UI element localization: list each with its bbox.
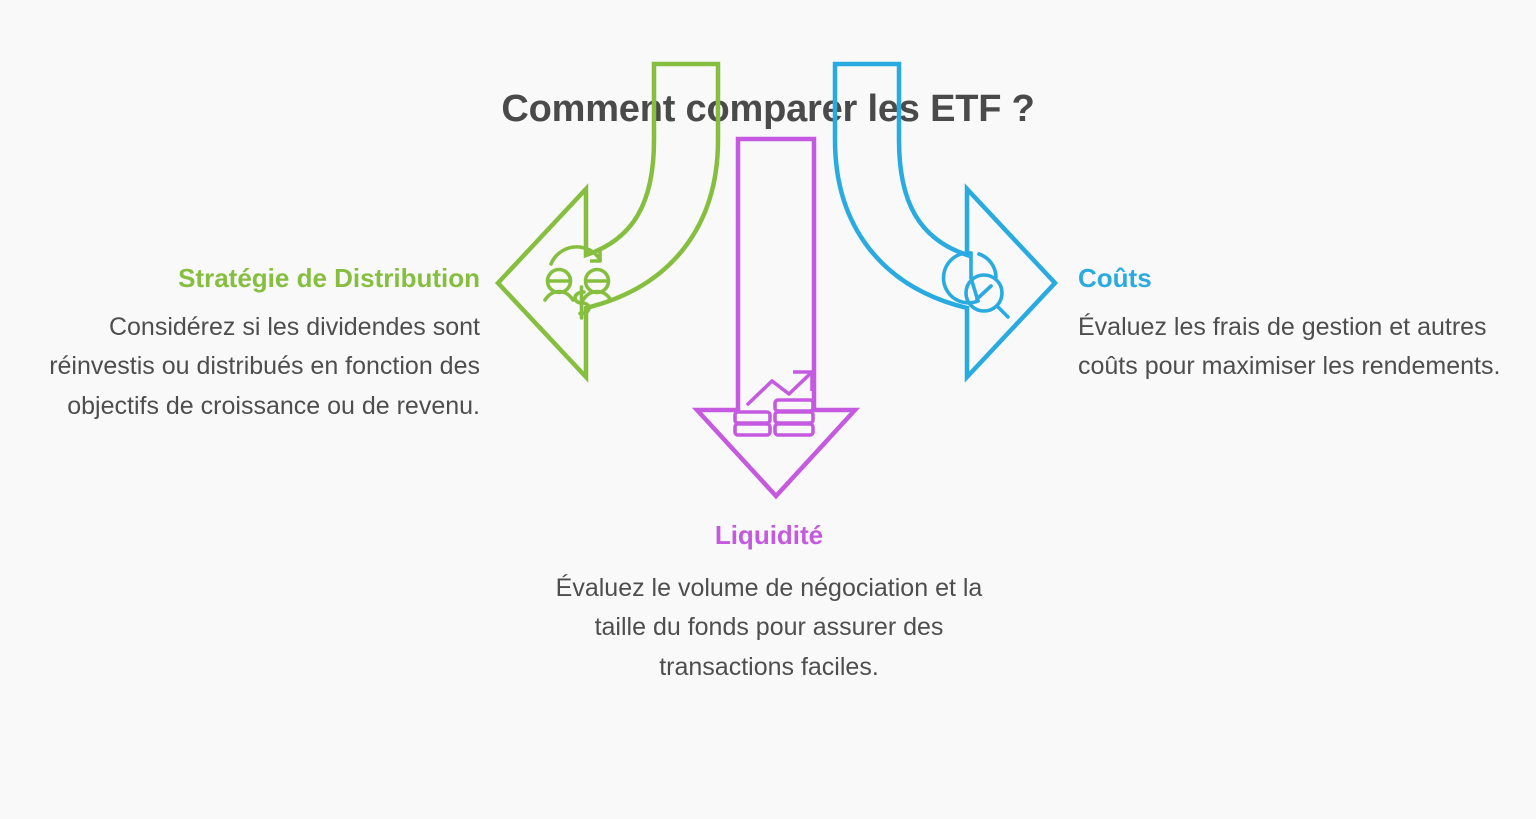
growth-chart-coins-icon	[733, 370, 815, 437]
node-strategy-body: Considérez si les dividendes sont réinve…	[49, 312, 480, 420]
arrow-liquidity-down-path	[691, 136, 861, 500]
node-liquidity-body: Évaluez le volume de négociation et la t…	[555, 573, 983, 681]
node-costs-body: Évaluez les frais de gestion et autres c…	[1078, 312, 1501, 381]
pie-chart-magnifier-icon	[941, 251, 1010, 319]
node-costs-heading: Coûts	[1078, 263, 1152, 293]
page-title: Comment comparer les ETF ?	[501, 88, 1035, 131]
node-costs: Coûts Évaluez les frais de gestion et au…	[1078, 262, 1520, 387]
node-liquidity: Liquidité Évaluez le volume de négociati…	[538, 519, 1000, 687]
arrow-liquidity-down	[691, 136, 861, 500]
people-money-exchange-icon	[543, 245, 613, 320]
node-liquidity-heading: Liquidité	[714, 520, 824, 550]
node-strategy-heading: Stratégie de Distribution	[178, 263, 480, 293]
node-strategy: Stratégie de Distribution Considérez si …	[18, 262, 480, 426]
